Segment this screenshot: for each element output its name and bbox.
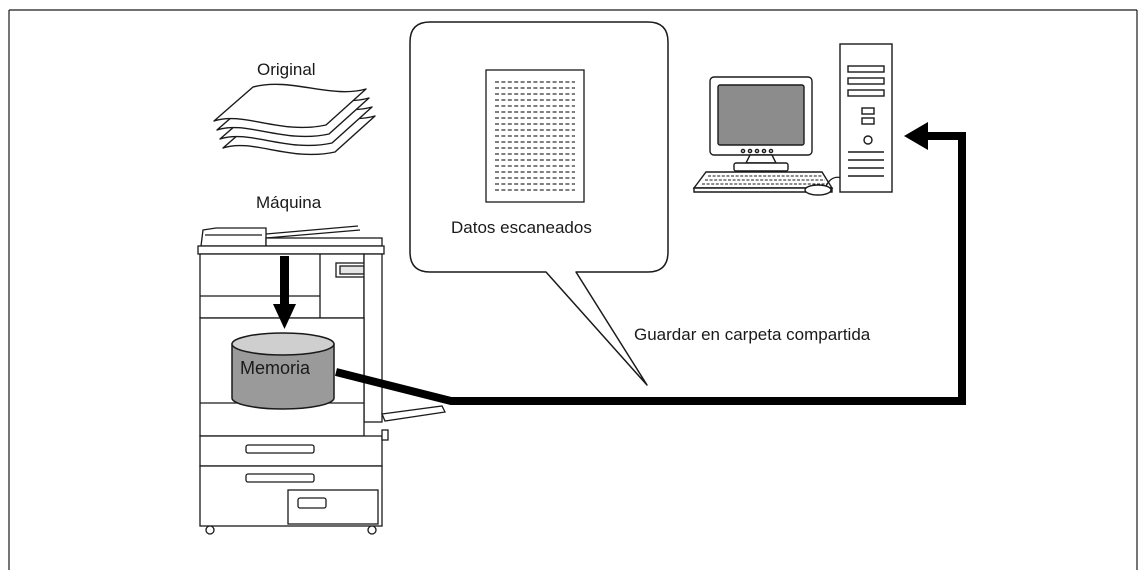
original-label: Original — [257, 60, 316, 79]
paper-stack-icon — [213, 83, 376, 156]
save-connector-arrow — [335, 122, 966, 405]
document-icon — [485, 69, 585, 203]
memory-label: Memoria — [240, 358, 311, 378]
scan-down-arrow — [273, 256, 296, 329]
save-shared-folder-label: Guardar en carpeta compartida — [634, 325, 871, 344]
machine-label: Máquina — [256, 193, 322, 212]
frame — [8, 9, 1138, 570]
scanned-data-label: Datos escaneados — [451, 218, 592, 237]
desktop-computer-icon — [692, 43, 893, 196]
memory-cylinder-icon — [231, 332, 335, 410]
speech-bubble — [409, 21, 669, 386]
